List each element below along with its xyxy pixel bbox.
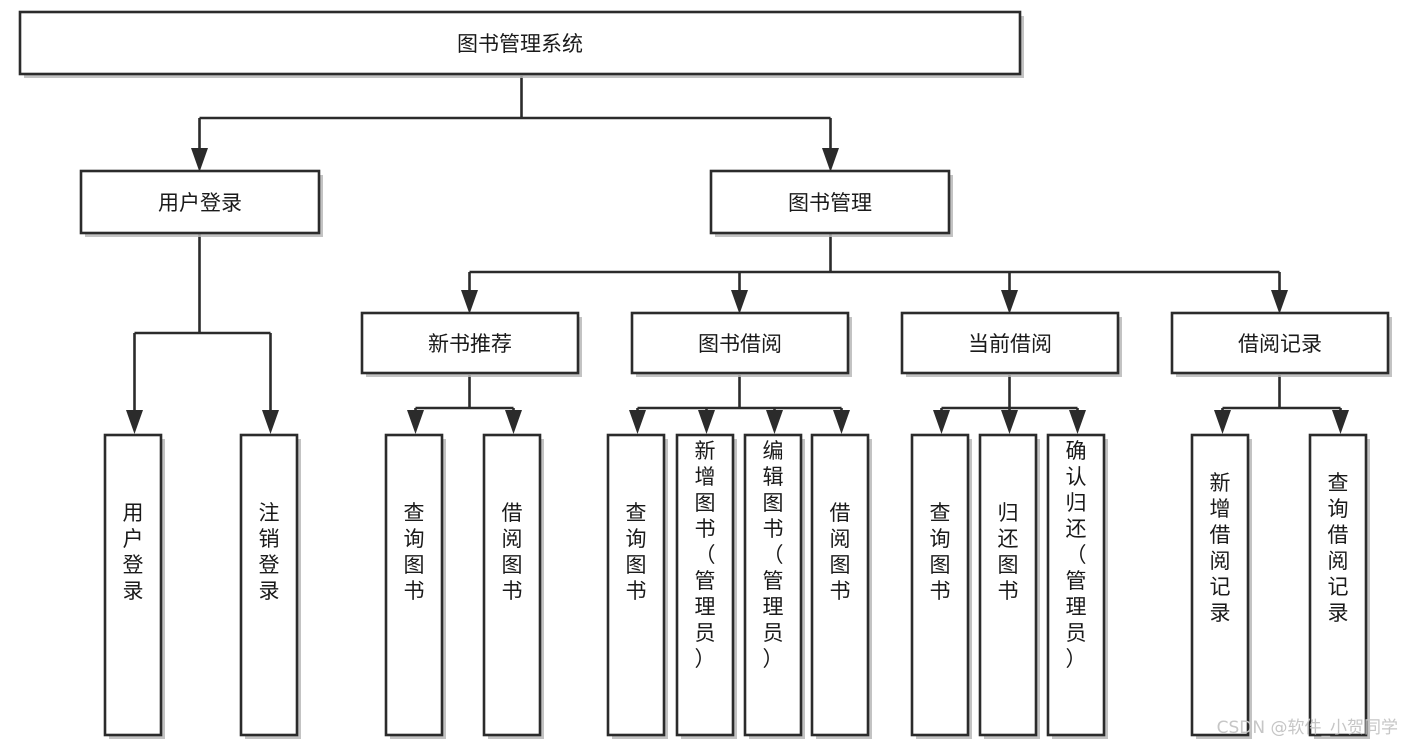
node-leaf-query-record[interactable]: 查询借阅记录: [1308, 433, 1370, 739]
node-new-book-recommend[interactable]: 新书推荐: [360, 311, 582, 377]
node-leaf-logout[interactable]: 注销登录: [239, 433, 301, 739]
borrow-record-box: [1170, 311, 1390, 375]
arrowhead-leaf-query-book-2: [629, 410, 646, 434]
arrowhead-leaf-logout: [262, 410, 279, 434]
node-leaf-add-book[interactable]: 新增图书（管理员）: [675, 433, 737, 739]
node-layer: 图书管理系统 用户登录 图书管理 新书推荐: [18, 10, 1392, 739]
node-leaf-add-record[interactable]: 新增借阅记录: [1190, 433, 1252, 739]
node-user-login[interactable]: 用户登录: [79, 169, 323, 237]
leaf-add-record-box: [1190, 433, 1250, 737]
arrowhead-user-login: [191, 148, 208, 172]
leaf-logout-box: [239, 433, 299, 737]
leaf-query-book-1-label: 查询图书: [404, 501, 425, 603]
arrowhead-book-manage: [822, 148, 839, 172]
leaf-query-book-2-box: [606, 433, 666, 737]
arrowhead-borrow-record: [1271, 290, 1288, 314]
borrow-record-label: 借阅记录: [1238, 332, 1322, 356]
arrowhead-leaf-borrow-book-1: [505, 410, 522, 434]
node-leaf-borrow-book-1[interactable]: 借阅图书: [482, 433, 544, 739]
arrowhead-leaf-add-book: [698, 410, 715, 434]
book-manage-box: [709, 169, 951, 235]
node-book-borrow[interactable]: 图书借阅: [630, 311, 852, 377]
leaf-query-book-2-label: 查询图书: [626, 501, 647, 603]
leaf-query-record-label: 查询借阅记录: [1328, 471, 1349, 625]
node-leaf-return-book[interactable]: 归还图书: [978, 433, 1040, 739]
leaf-user-login-box: [103, 433, 163, 737]
leaf-add-book-label: 新增图书（管理员）: [695, 439, 716, 671]
node-leaf-edit-book[interactable]: 编辑图书（管理员）: [743, 433, 805, 739]
leaf-query-book-1-box: [384, 433, 444, 737]
arrowhead-current-borrow: [1001, 290, 1018, 314]
root-label: 图书管理系统: [457, 32, 583, 56]
leaf-query-record-box: [1308, 433, 1368, 737]
arrowhead-leaf-edit-book: [766, 410, 783, 434]
leaf-edit-book-box: [743, 433, 803, 737]
leaf-edit-book-label: 编辑图书（管理员）: [763, 439, 784, 671]
arrowhead-leaf-add-record: [1214, 410, 1231, 434]
node-leaf-query-book-2[interactable]: 查询图书: [606, 433, 668, 739]
node-leaf-borrow-book-2[interactable]: 借阅图书: [810, 433, 872, 739]
node-leaf-query-book-3[interactable]: 查询图书: [910, 433, 972, 739]
arrowhead-book-borrow: [731, 290, 748, 314]
leaf-borrow-book-1-box: [482, 433, 542, 737]
leaf-borrow-book-2-label: 借阅图书: [830, 501, 851, 603]
book-borrow-box: [630, 311, 850, 375]
node-book-manage[interactable]: 图书管理: [709, 169, 953, 237]
arrowhead-leaf-return-book: [1001, 410, 1018, 434]
leaf-return-book-label: 归还图书: [998, 501, 1019, 603]
leaf-confirm-return-label: 确认归还（管理员）: [1066, 439, 1087, 671]
node-leaf-query-book-1[interactable]: 查询图书: [384, 433, 446, 739]
node-borrow-record[interactable]: 借阅记录: [1170, 311, 1392, 377]
node-current-borrow[interactable]: 当前借阅: [900, 311, 1122, 377]
csdn-watermark: CSDN @软件_小贺同学: [1217, 718, 1398, 738]
node-leaf-confirm-return[interactable]: 确认归还（管理员）: [1046, 433, 1108, 739]
leaf-user-login-label: 用户登录: [123, 501, 144, 603]
arrowhead-leaf-query-record: [1332, 410, 1349, 434]
arrowhead-leaf-borrow-book-2: [833, 410, 850, 434]
arrowhead-leaf-user-login: [126, 410, 143, 434]
leaf-confirm-return-box: [1046, 433, 1106, 737]
book-manage-label: 图书管理: [788, 191, 872, 215]
arrowhead-leaf-query-book-1: [407, 410, 424, 434]
current-borrow-box: [900, 311, 1120, 375]
leaf-return-book-box: [978, 433, 1038, 737]
new-book-recommend-box: [360, 311, 580, 375]
leaf-query-book-3-label: 查询图书: [930, 501, 951, 603]
new-book-recommend-label: 新书推荐: [428, 332, 512, 356]
user-login-label: 用户登录: [158, 191, 242, 215]
root-box: [18, 10, 1022, 76]
node-root[interactable]: 图书管理系统: [18, 10, 1024, 78]
arrowhead-new-book-recommend: [461, 290, 478, 314]
current-borrow-label: 当前借阅: [968, 332, 1052, 356]
user-login-box: [79, 169, 321, 235]
leaf-borrow-book-1-label: 借阅图书: [502, 501, 523, 603]
leaf-add-book-box: [675, 433, 735, 737]
leaf-borrow-book-2-box: [810, 433, 870, 737]
leaf-query-book-3-box: [910, 433, 970, 737]
node-leaf-user-login[interactable]: 用户登录: [103, 433, 165, 739]
connector-layer: [126, 76, 1349, 434]
book-borrow-label: 图书借阅: [698, 332, 782, 356]
arrowhead-leaf-query-book-3: [933, 410, 950, 434]
leaf-logout-label: 注销登录: [259, 501, 280, 603]
leaf-add-record-label: 新增借阅记录: [1210, 471, 1231, 625]
arrowhead-leaf-confirm-return: [1069, 410, 1086, 434]
